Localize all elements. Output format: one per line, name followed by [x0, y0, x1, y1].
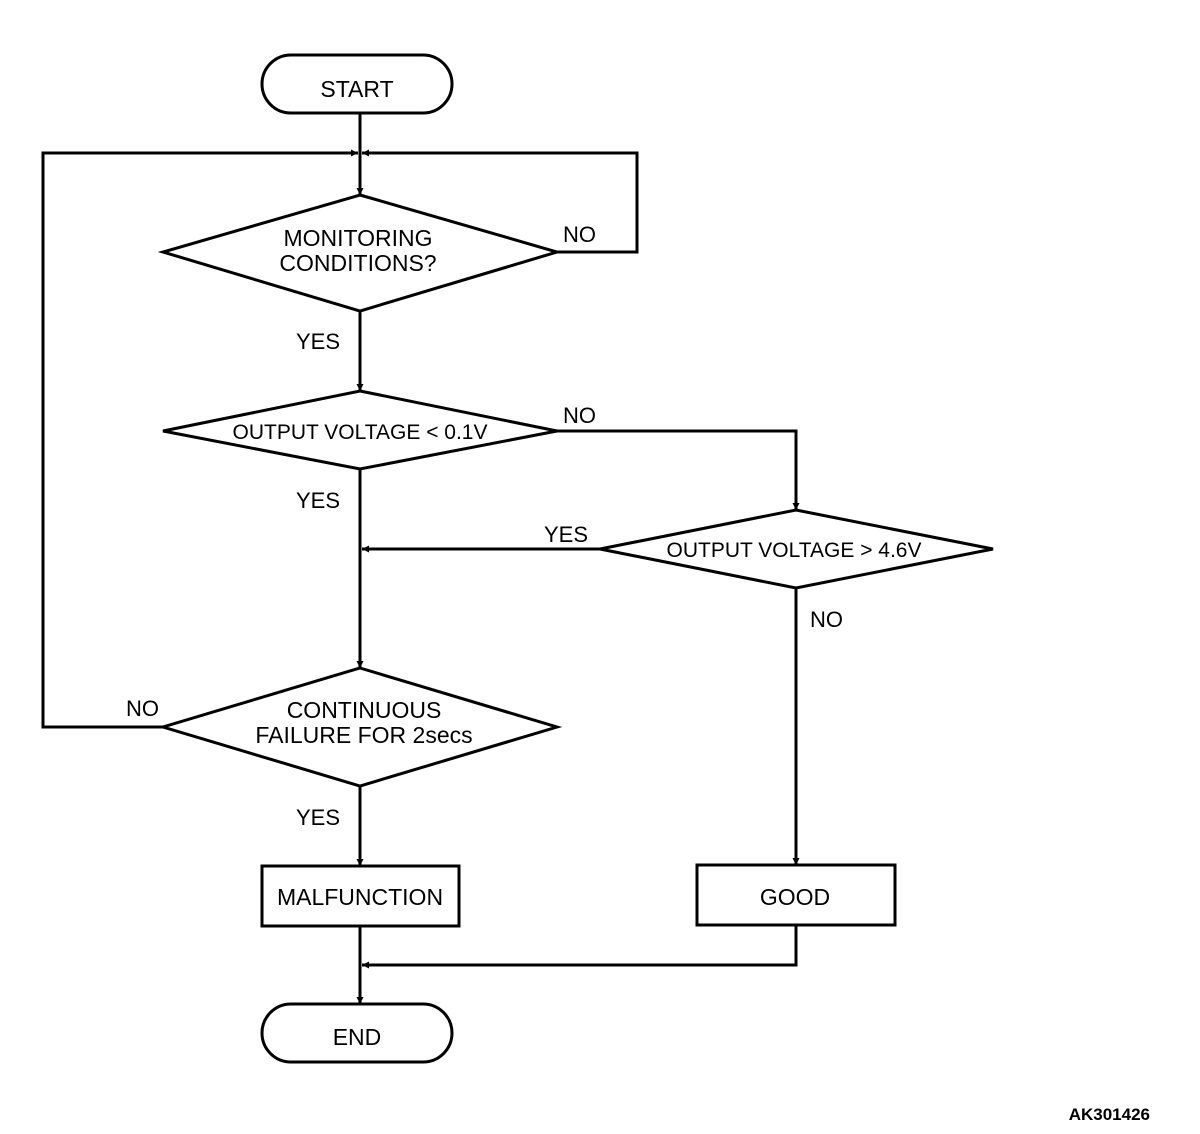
start-label: START	[320, 76, 393, 102]
connector-low-no	[557, 429, 800, 510]
monitoring-label-line-2: CONDITIONS?	[279, 250, 436, 276]
end-label: END	[333, 1024, 382, 1050]
continuous-failure-decision: CONTINUOUS FAILURE FOR 2secs	[157, 666, 563, 788]
connector-good-to-end	[362, 925, 798, 969]
end-node: END	[260, 1002, 454, 1064]
start-node: START	[260, 53, 454, 115]
connector-continuous-no-loop	[41, 149, 358, 729]
high-voltage-no-label: NO	[810, 607, 843, 632]
high-voltage-yes-label: YES	[544, 522, 588, 547]
malfunction-node: MALFUNCTION	[260, 864, 461, 928]
branch-labels: NO YES NO YES YES NO NO YES	[126, 222, 843, 830]
monitoring-yes-label: YES	[296, 329, 340, 354]
low-voltage-label: OUTPUT VOLTAGE < 0.1V	[233, 421, 488, 444]
high-voltage-label: OUTPUT VOLTAGE > 4.6V	[667, 539, 922, 562]
continuous-yes-label: YES	[296, 805, 340, 830]
connectors	[41, 113, 800, 1004]
monitoring-conditions-decision: MONITORING CONDITIONS?	[157, 193, 563, 313]
high-voltage-decision: OUTPUT VOLTAGE > 4.6V	[599, 508, 994, 590]
continuous-label-line-2: FAILURE FOR 2secs	[255, 722, 472, 748]
low-voltage-decision: OUTPUT VOLTAGE < 0.1V	[162, 389, 558, 471]
good-label: GOOD	[760, 884, 830, 910]
connector-monitoring-no-loop	[362, 149, 639, 254]
monitoring-label-line-1: MONITORING	[283, 225, 432, 251]
monitoring-no-label: NO	[563, 222, 596, 247]
continuous-label-line-1: CONTINUOUS	[287, 697, 442, 723]
good-node: GOOD	[695, 863, 897, 927]
low-voltage-no-label: NO	[563, 403, 596, 428]
low-voltage-yes-label: YES	[296, 488, 340, 513]
reference-code: AK301426	[1069, 1105, 1150, 1124]
malfunction-label: MALFUNCTION	[277, 884, 443, 910]
continuous-no-label: NO	[126, 696, 159, 721]
